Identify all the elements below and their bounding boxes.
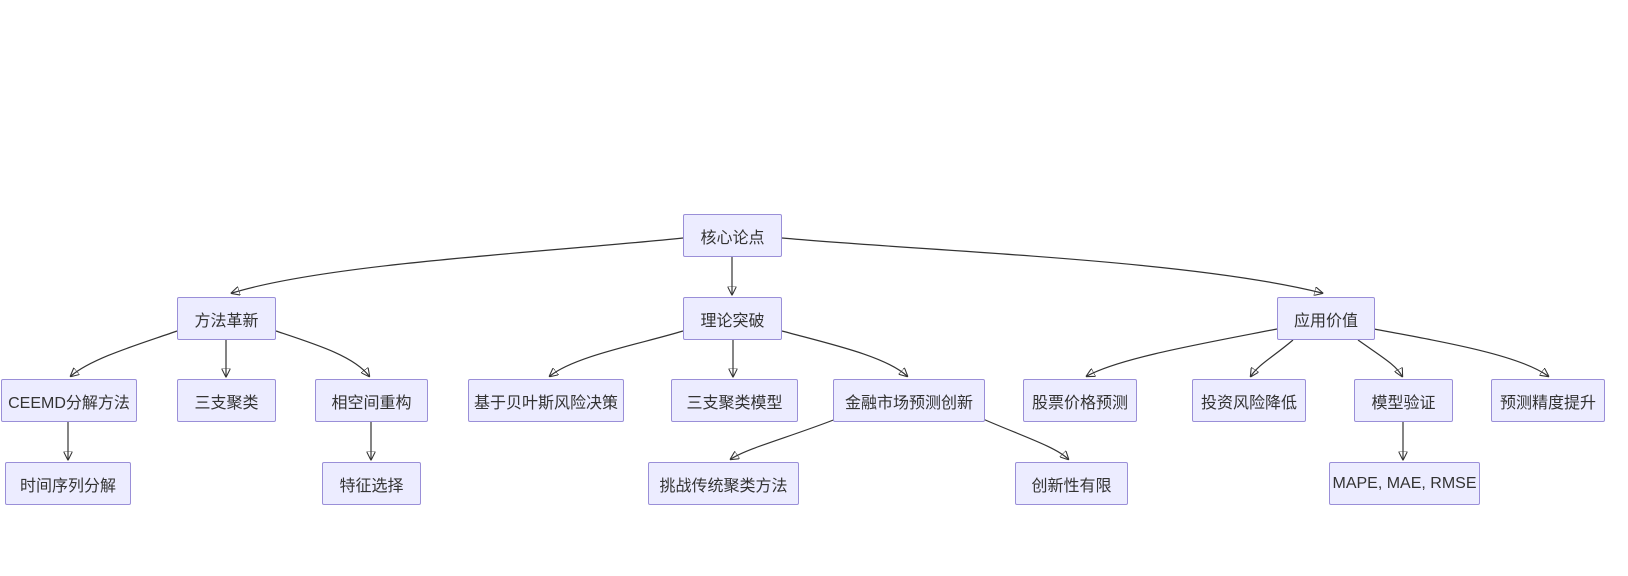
edge-method-ceemd [71, 330, 178, 376]
node-challenge-traditional-clustering: 挑战传统聚类方法 [648, 462, 799, 505]
edge-root-method [232, 237, 684, 293]
node-core-thesis: 核心论点 [683, 214, 782, 257]
node-application-value: 应用价值 [1277, 297, 1375, 340]
node-time-series-decomposition: 时间序列分解 [5, 462, 131, 505]
node-phase-space-reconstruction: 相空间重构 [315, 379, 428, 422]
node-three-way-clustering-model: 三支聚类模型 [671, 379, 798, 422]
node-investment-risk-reduction: 投资风险降低 [1192, 379, 1306, 422]
edge-method-phase-space [275, 330, 369, 376]
node-feature-selection: 特征选择 [322, 462, 421, 505]
edge-theory-bayesian [550, 330, 684, 376]
edge-fin-innovation-limited [982, 418, 1068, 459]
edge-application-risk [1251, 339, 1294, 376]
node-prediction-accuracy-improvement: 预测精度提升 [1491, 379, 1605, 422]
node-metrics-mape-mae-rmse: MAPE, MAE, RMSE [1329, 462, 1480, 505]
node-theoretical-breakthrough: 理论突破 [683, 297, 782, 340]
node-method-innovation: 方法革新 [177, 297, 276, 340]
edge-application-stock [1087, 328, 1278, 376]
node-bayesian-risk-decision: 基于贝叶斯风险决策 [468, 379, 624, 422]
node-limited-innovation: 创新性有限 [1015, 462, 1128, 505]
node-model-validation: 模型验证 [1354, 379, 1453, 422]
edge-root-application [781, 237, 1322, 293]
edge-theory-fin-innovation [781, 330, 907, 376]
node-stock-price-prediction: 股票价格预测 [1023, 379, 1137, 422]
edge-application-validation [1357, 339, 1402, 376]
node-ceemd-decomposition: CEEMD分解方法 [1, 379, 137, 422]
node-three-way-clustering: 三支聚类 [177, 379, 276, 422]
node-financial-market-prediction-innovation: 金融市场预测创新 [833, 379, 985, 422]
edge-fin-innovation-challenge [731, 418, 837, 459]
edge-application-accuracy [1373, 328, 1548, 376]
